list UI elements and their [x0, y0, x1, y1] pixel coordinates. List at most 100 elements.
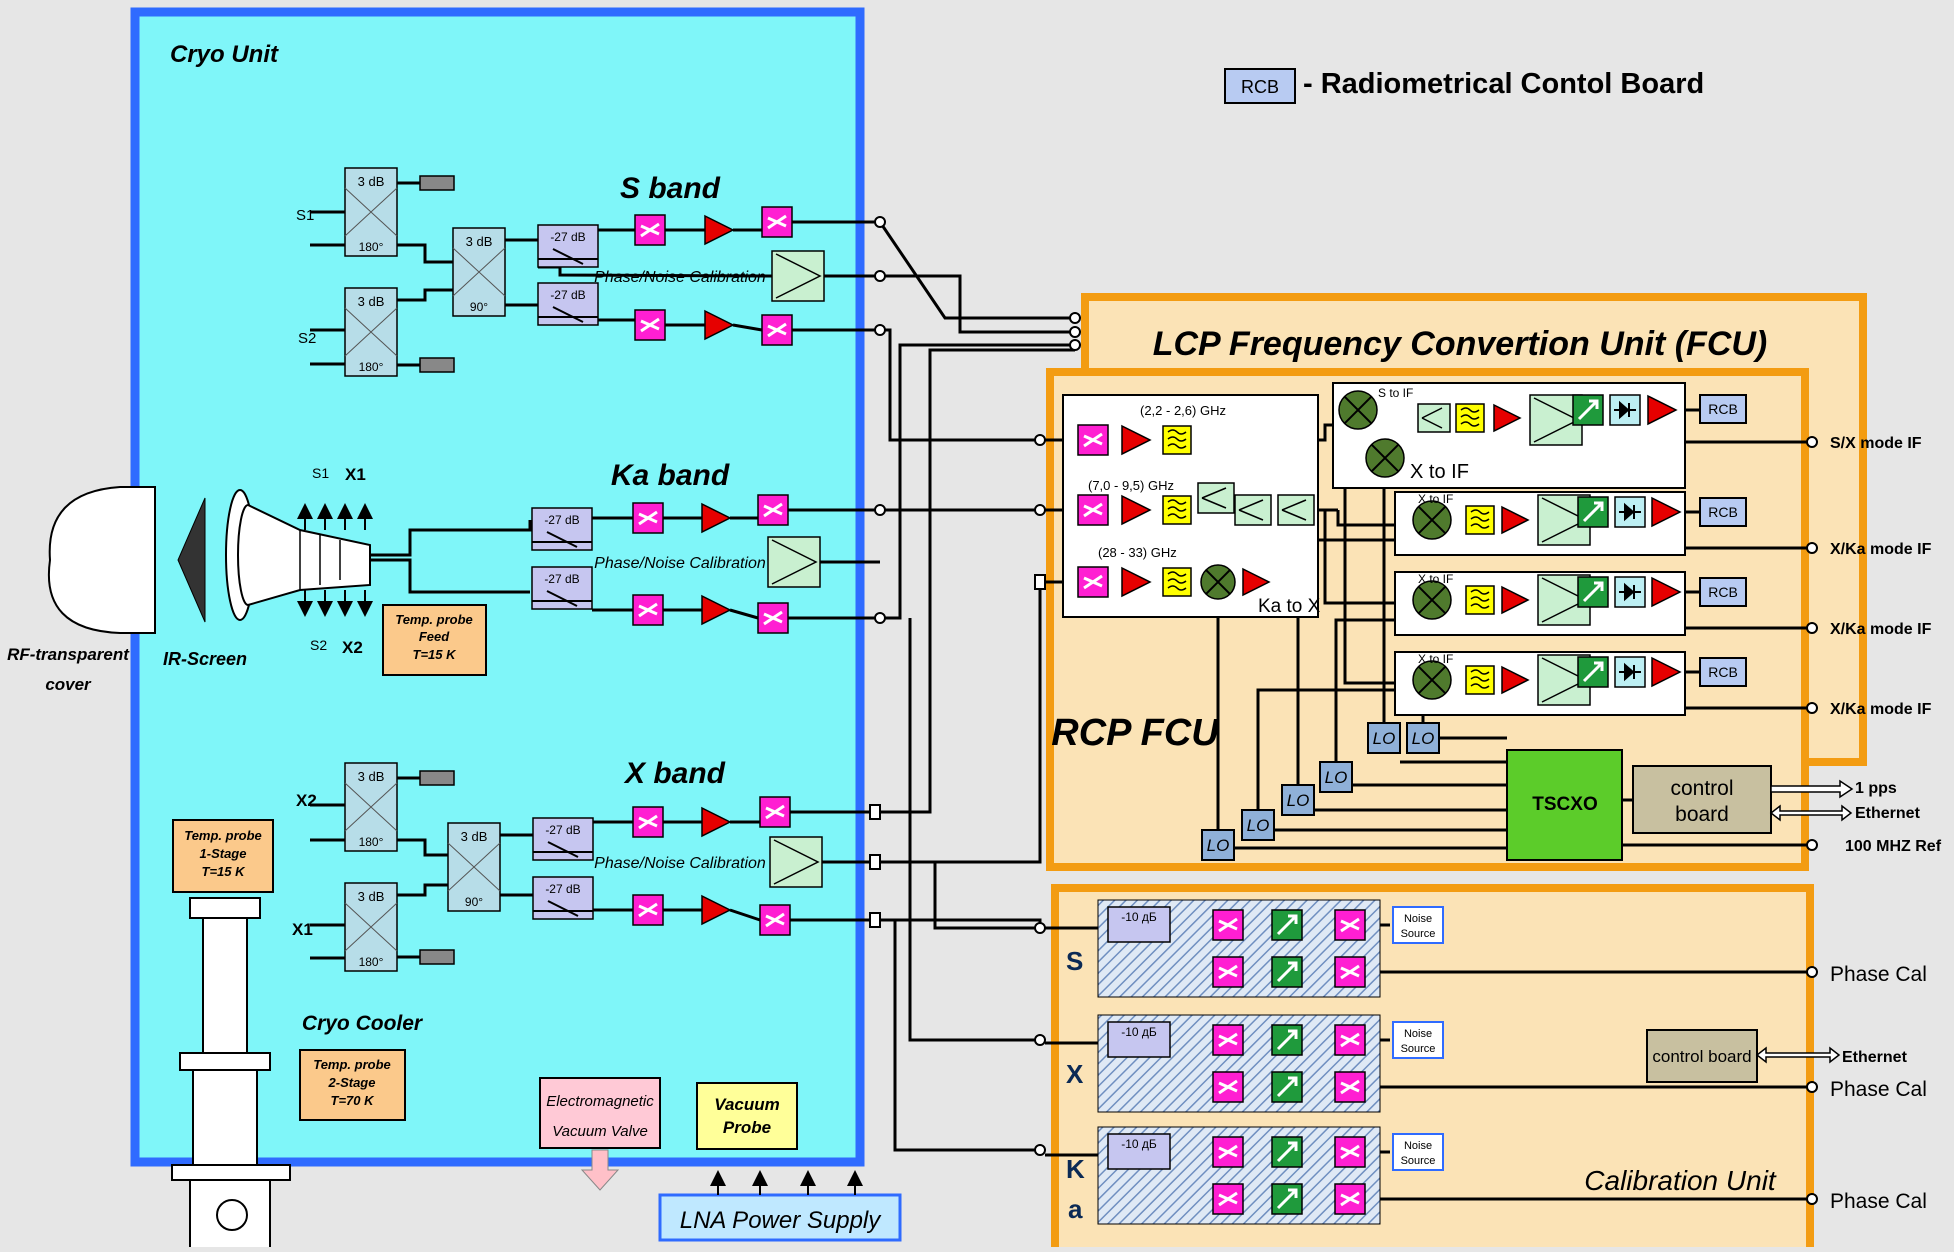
hybrid-phase: 180° [359, 240, 384, 254]
lo-label: LO [1247, 816, 1270, 835]
cryo-cooler-label: Cryo Cooler [302, 1012, 424, 1035]
coupler-label: -27 dB [544, 513, 579, 527]
connector [875, 325, 885, 335]
feed-port-label: S2 [310, 637, 327, 653]
mixer-icon [1339, 391, 1377, 429]
hybrid-phase: 180° [359, 835, 384, 849]
termination-load [420, 950, 454, 964]
rf-transparent-cover [49, 487, 155, 633]
isolator-icon [633, 595, 663, 625]
variable-gain-icon [1578, 577, 1608, 607]
noise-source-label: Noise [1404, 913, 1432, 925]
hybrid-180: 3 dB 180° [345, 168, 397, 256]
connector [875, 505, 885, 515]
coupler-27db: -27 dB [533, 877, 593, 919]
feed-port-label: X2 [342, 638, 363, 657]
noise-source-label: Source [1401, 928, 1436, 940]
probe-label: T=70 K [331, 1093, 376, 1108]
ref-label: 100 MHZ Ref [1845, 838, 1942, 855]
hybrid-label: 3 dB [358, 174, 385, 189]
isolator-icon [1213, 910, 1243, 940]
cal-combiner [768, 537, 820, 587]
connector [1035, 505, 1045, 515]
connector [1807, 840, 1817, 850]
isolator-icon [633, 503, 663, 533]
filter-icon [1163, 496, 1191, 524]
isolator-icon [1213, 1184, 1243, 1214]
isolator-icon [1213, 957, 1243, 987]
valve-label: Electromagnetic [546, 1093, 654, 1110]
x-to-if-label: X to IF [1418, 492, 1453, 506]
isolator-icon [635, 310, 665, 340]
splitter-icon [1278, 495, 1314, 525]
x-to-if-label: X to IF [1410, 461, 1469, 483]
noise-source-label: Source [1401, 1155, 1436, 1167]
splitter-icon [1235, 495, 1271, 525]
hybrid-phase: 90° [465, 895, 483, 909]
connector [875, 217, 885, 227]
cryo-unit-title: Cryo Unit [170, 41, 279, 68]
connector [1070, 313, 1080, 323]
hybrid-label: 3 dB [358, 769, 385, 784]
filter-icon [1466, 586, 1494, 614]
phase-noise-cal-label: Phase/Noise Calibration [594, 555, 766, 572]
signal-line [880, 276, 1075, 332]
feed-port-label: S1 [312, 465, 329, 481]
cal-band-ka: K [1066, 1154, 1085, 1184]
connector [1035, 435, 1045, 445]
phase-cal-label: Phase Cal [1830, 1190, 1927, 1213]
variable-gain-icon [1573, 395, 1603, 425]
coupler-27db: -27 dB [533, 818, 593, 860]
x-to-if-label: X to IF [1418, 572, 1453, 586]
x1-input-label: X1 [292, 920, 313, 939]
xka-mode-output: X/Ka mode IF [1830, 541, 1932, 558]
noise-source-label: Source [1401, 1043, 1436, 1055]
sx-mode-output: S/X mode IF [1830, 435, 1922, 452]
termination-load [420, 176, 454, 190]
rf-cover-label: RF-transparent [7, 645, 130, 664]
connector [1807, 967, 1817, 977]
variable-gain-icon [1578, 497, 1608, 527]
detector-icon [1615, 497, 1645, 527]
mixer-icon [1413, 581, 1451, 619]
filter-icon [1456, 404, 1484, 432]
detector-icon [1615, 577, 1645, 607]
cal-attenuator-label: -10 дБ [1121, 1025, 1157, 1039]
probe-label: Feed [419, 629, 450, 644]
rcb-label: RCB [1708, 664, 1738, 680]
isolator-icon [762, 207, 792, 237]
x-to-if-label: X to IF [1418, 652, 1453, 666]
detector-icon [1610, 395, 1640, 425]
connector [875, 271, 885, 281]
isolator-icon [1078, 567, 1108, 597]
coupler-label: -27 dB [544, 572, 579, 586]
isolator-icon [760, 797, 790, 827]
cryo-cooler-port [217, 1200, 247, 1230]
control-board-label: board [1675, 803, 1729, 826]
connector [870, 855, 880, 869]
phase-noise-cal-label: Phase/Noise Calibration [594, 269, 766, 286]
control-board-label: control [1670, 777, 1733, 800]
lo-label: LO [1412, 729, 1435, 748]
cal-combiner [772, 251, 824, 301]
connector [1035, 923, 1045, 933]
s-to-if-label: S to IF [1378, 386, 1413, 400]
hybrid-90: 3 dB90° [448, 823, 500, 911]
lo-label: LO [1207, 836, 1230, 855]
probe-label: 1-Stage [200, 846, 247, 861]
rf-cover-label: cover [45, 675, 92, 694]
mixer-icon [1413, 661, 1451, 699]
isolator-icon [633, 807, 663, 837]
mixer-icon [1413, 501, 1451, 539]
rcb-label: RCB [1708, 504, 1738, 520]
coupler-label: -27 dB [550, 288, 585, 302]
coupler-27db: -27 dB [538, 283, 598, 325]
lo-label: LO [1325, 768, 1348, 787]
coupler-27db: -27 dB [532, 567, 592, 609]
isolator-icon [760, 905, 790, 935]
valve-label: Vacuum Valve [552, 1123, 648, 1140]
variable-gain-icon [1578, 657, 1608, 687]
isolator-icon [633, 895, 663, 925]
hybrid-phase: 90° [470, 300, 488, 314]
